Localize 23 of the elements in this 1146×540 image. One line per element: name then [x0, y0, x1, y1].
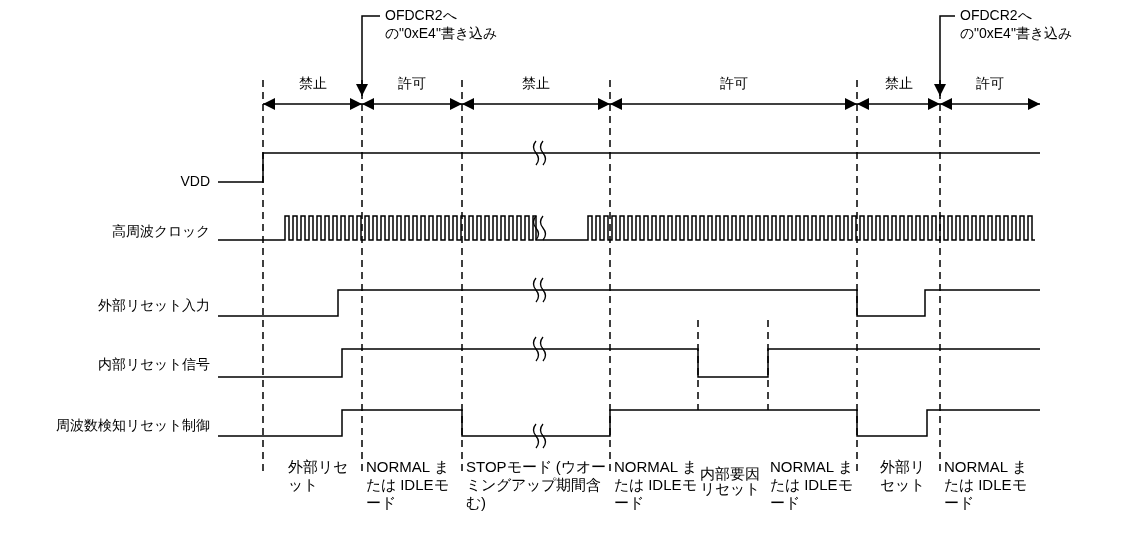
period-label: 禁止: [521, 74, 551, 92]
leader-line: [356, 15, 381, 97]
mode-label: NORMAL または IDLEモード: [366, 458, 450, 512]
signal-name: 内部リセット信号: [98, 355, 210, 373]
signal-name: 外部リセット入力: [98, 296, 210, 314]
mode-label: NORMAL または IDLEモード: [944, 458, 1028, 512]
mode-label: NORMAL または IDLEモード: [614, 458, 698, 512]
leader-line: [934, 15, 956, 97]
signal-name: 高周波クロック: [112, 222, 210, 240]
callout-text: OFDCR2への"0xE4"書き込み: [385, 6, 510, 42]
period-label: 禁止: [883, 74, 914, 92]
mode-label: 外部リセット: [288, 458, 349, 494]
period-label: 禁止: [297, 74, 328, 92]
mode-label: 内部要因リセット: [700, 466, 761, 496]
period-label: 許可: [397, 74, 427, 92]
mode-label: 外部リセット: [880, 458, 926, 494]
mode-label: STOPモード (ウオーミングアップ期間含む): [466, 458, 606, 512]
mode-label: NORMAL または IDLEモード: [770, 458, 854, 512]
period-label: 許可: [718, 74, 749, 92]
signal-name: VDD: [180, 172, 210, 190]
callout-text: OFDCR2への"0xE4"書き込み: [960, 6, 1085, 42]
period-label: 許可: [975, 74, 1005, 92]
signal-name: 周波数検知リセット制御: [56, 416, 210, 434]
